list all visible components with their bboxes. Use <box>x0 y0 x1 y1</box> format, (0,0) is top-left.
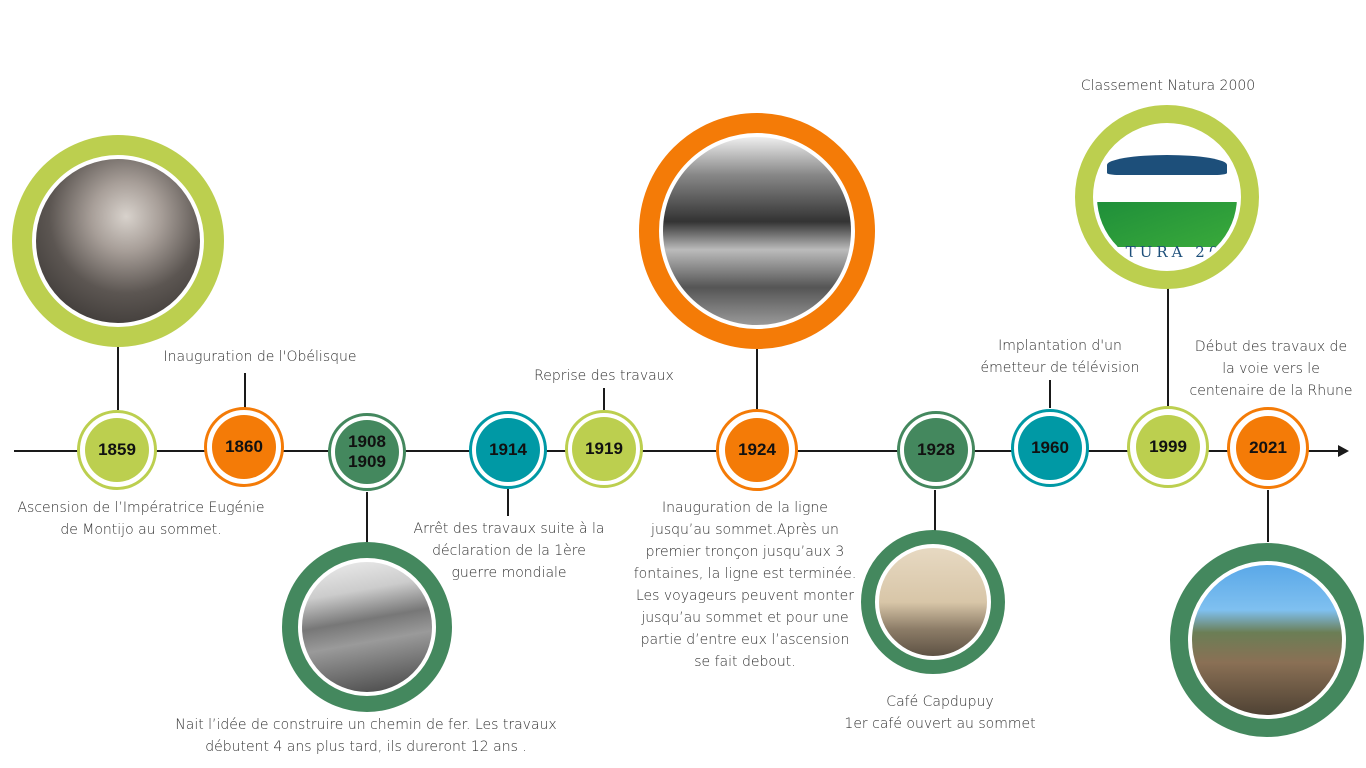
connector <box>756 348 758 410</box>
connector <box>603 388 605 410</box>
year-label: 1914 <box>489 440 527 459</box>
photo-empress-eugenie <box>12 135 224 347</box>
year-node-2021[interactable]: 2021 <box>1227 407 1309 489</box>
year-node-1919[interactable]: 1919 <box>565 410 643 488</box>
photo-mountain-landscape <box>282 542 452 712</box>
natura-2000-logo: ATURA 20 <box>1075 105 1259 289</box>
year-node-1859[interactable]: 1859 <box>77 410 157 490</box>
year-node-1860[interactable]: 1860 <box>204 407 284 487</box>
year-label: 1860 <box>225 437 263 456</box>
connector <box>934 490 936 540</box>
event-description-1919: Reprise des travaux <box>534 368 674 384</box>
connector <box>1167 288 1169 408</box>
year-label: 1928 <box>917 440 955 459</box>
year-label: 1859 <box>98 440 136 459</box>
year-label: 1924 <box>738 440 776 459</box>
event-description-1908: Nait l’idée de construire un chemin de f… <box>175 717 557 755</box>
year-node-1928[interactable]: 1928 <box>897 411 975 489</box>
year-label: 2021 <box>1249 438 1287 457</box>
connector <box>1267 490 1269 542</box>
event-description-1999: Classement Natura 2000 <box>1080 78 1256 94</box>
connector <box>244 373 246 408</box>
year-label: 1999 <box>1149 437 1187 456</box>
connector <box>507 489 509 516</box>
year-label: 1960 <box>1031 438 1069 457</box>
connector <box>1049 380 1051 408</box>
year-label: 1909 <box>348 452 386 471</box>
year-node-1924[interactable]: 1924 <box>716 409 798 491</box>
event-description-1860: Inauguration de l'Obélisque <box>163 349 357 365</box>
year-node-1999[interactable]: 1999 <box>1127 406 1209 488</box>
year-label: 1908 <box>348 432 386 451</box>
connector <box>366 492 368 544</box>
connector <box>117 345 119 410</box>
timeline-axis <box>14 450 1344 452</box>
photo-train-passengers <box>639 113 875 349</box>
arrow-head-icon <box>1338 445 1349 457</box>
year-label: 1919 <box>585 439 623 458</box>
year-node-1914[interactable]: 1914 <box>469 411 547 489</box>
year-node-1960[interactable]: 1960 <box>1011 409 1089 487</box>
photo-railway-works <box>1170 543 1364 737</box>
photo-cafe-summit <box>861 530 1005 674</box>
